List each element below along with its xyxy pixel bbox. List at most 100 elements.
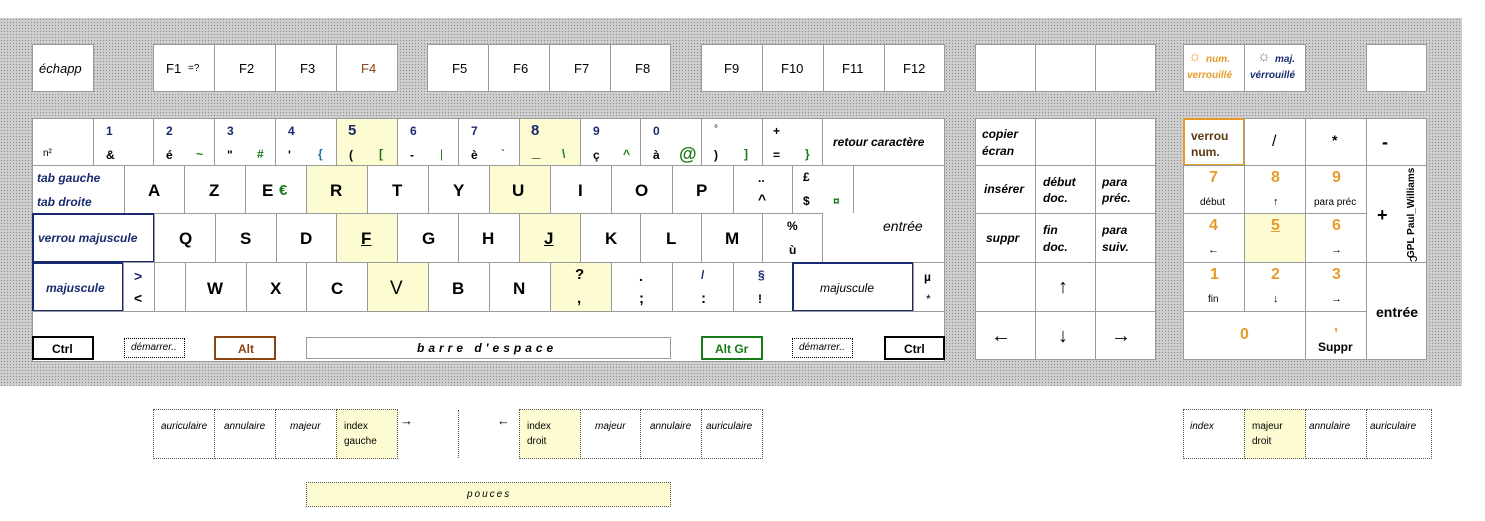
plus-key[interactable]: + = } [762, 118, 823, 166]
key-0[interactable]: 0 à @ [640, 118, 702, 166]
end-key[interactable]: fin doc. [1035, 213, 1096, 263]
section-key[interactable]: § ! [733, 262, 793, 312]
numpad-9-key[interactable]: 9 para préc [1305, 165, 1367, 214]
escape-key[interactable]: échapp [32, 44, 94, 92]
page-down-key[interactable]: para suiv. [1095, 213, 1156, 263]
percent-key[interactable]: % ù [762, 213, 823, 263]
arrow-right-key[interactable]: → [1095, 311, 1156, 360]
enter-key[interactable]: entrée [822, 213, 945, 263]
numpad-enter-key[interactable]: entrée [1366, 262, 1427, 360]
key-f[interactable]: F [336, 213, 398, 263]
degree-key[interactable]: ° ) ] [701, 118, 763, 166]
key-x[interactable]: X [246, 262, 307, 312]
numpad-decimal-key[interactable]: , Suppr [1305, 311, 1367, 360]
arrow-up-key[interactable]: ↑ [1035, 262, 1096, 312]
space-bar[interactable]: barre d'espace [306, 337, 671, 359]
key-3[interactable]: 3 " # [214, 118, 276, 166]
numpad-1-key[interactable]: 1 fin [1183, 262, 1245, 312]
key-i[interactable]: I [550, 165, 612, 214]
numpad-0-key[interactable]: 0 [1183, 311, 1306, 360]
key-l[interactable]: L [640, 213, 702, 263]
key-p[interactable]: P [672, 165, 734, 214]
f12-key[interactable]: F12 [884, 44, 945, 92]
key-e[interactable]: E € [245, 165, 307, 214]
numpad-divide-key[interactable]: / [1244, 118, 1306, 166]
key-n[interactable]: N [489, 262, 551, 312]
key-r[interactable]: R [306, 165, 368, 214]
f5-key[interactable]: F5 [427, 44, 489, 92]
f6-key[interactable]: F6 [488, 44, 550, 92]
delete-key[interactable]: suppr [975, 213, 1036, 263]
pause-key[interactable] [1095, 44, 1156, 92]
numpad-2-key[interactable]: 2 ↓ [1244, 262, 1306, 312]
numpad-3-key[interactable]: 3 → [1305, 262, 1367, 312]
key-y[interactable]: Y [428, 165, 490, 214]
left-windows-key[interactable]: démarrer.. [124, 338, 185, 358]
numpad-7-key[interactable]: 7 début [1183, 165, 1245, 214]
numpad-plus-key[interactable]: + GPL Paul_Williams ↄ [1366, 165, 1427, 263]
key-9[interactable]: 9 ç ^ [580, 118, 641, 166]
circumflex-key[interactable]: .. ^ [733, 165, 793, 214]
scroll-lock-key[interactable] [1035, 44, 1096, 92]
backspace-key[interactable]: retour caractère [822, 118, 945, 166]
question-key[interactable]: ? , [550, 262, 612, 312]
f8-key[interactable]: F8 [610, 44, 671, 92]
f1-key[interactable]: F1 =? [153, 44, 215, 92]
key-8[interactable]: 8 _ \ [519, 118, 581, 166]
f4-key[interactable]: F4 [336, 44, 398, 92]
print-screen-top-key[interactable] [975, 44, 1036, 92]
key-v[interactable]: V [367, 262, 429, 312]
key-m[interactable]: M [701, 213, 763, 263]
arrow-left-key[interactable]: ← [975, 311, 1036, 360]
mu-key[interactable]: µ * [913, 262, 945, 312]
period-key[interactable]: . ; [611, 262, 673, 312]
numpad-5-key[interactable]: 5 [1244, 213, 1306, 263]
superscript-two-key[interactable]: n² [32, 118, 94, 166]
f11-key[interactable]: F11 [823, 44, 885, 92]
altgr-key[interactable]: Alt Gr [701, 336, 763, 360]
numpad-multiply-key[interactable]: * [1305, 118, 1367, 166]
key-6[interactable]: 6 - | [397, 118, 459, 166]
key-o[interactable]: O [611, 165, 673, 214]
angle-bracket-key[interactable]: > < [123, 262, 155, 312]
key-t[interactable]: T [367, 165, 429, 214]
f9-key[interactable]: F9 [701, 44, 763, 92]
key-q[interactable]: Q [154, 213, 216, 263]
key-j[interactable]: J [519, 213, 581, 263]
key-h[interactable]: H [458, 213, 520, 263]
slash-key[interactable]: / : [672, 262, 734, 312]
caps-lock-key[interactable]: verrou majuscule [32, 213, 155, 263]
key-g[interactable]: G [397, 213, 459, 263]
f10-key[interactable]: F10 [762, 44, 824, 92]
f7-key[interactable]: F7 [549, 44, 611, 92]
key-d[interactable]: D [276, 213, 337, 263]
right-windows-key[interactable]: démarrer.. [792, 338, 853, 358]
key-w[interactable]: W [185, 262, 247, 312]
right-shift-key[interactable]: majuscule [792, 262, 914, 312]
print-screen-key[interactable]: copier écran [975, 118, 1036, 166]
numpad-6-key[interactable]: 6 → [1305, 213, 1367, 263]
key-u[interactable]: U [489, 165, 551, 214]
numpad-minus-key[interactable]: - [1366, 118, 1427, 166]
key-4[interactable]: 4 ' { [275, 118, 337, 166]
key-c[interactable]: C [306, 262, 368, 312]
arrow-down-key[interactable]: ↓ [1035, 311, 1096, 360]
tab-key[interactable]: tab gauche tab droite [32, 165, 125, 214]
f3-key[interactable]: F3 [275, 44, 337, 92]
numpad-4-key[interactable]: 4 ← [1183, 213, 1245, 263]
key-k[interactable]: K [580, 213, 641, 263]
insert-key[interactable]: insérer [975, 165, 1036, 214]
key-1[interactable]: 1 & [93, 118, 154, 166]
key-7[interactable]: 7 è ` [458, 118, 520, 166]
enter-key-top[interactable] [853, 165, 945, 214]
left-ctrl-key[interactable]: Ctrl [32, 336, 94, 360]
key-a[interactable]: A [124, 165, 185, 214]
alt-key[interactable]: Alt [214, 336, 276, 360]
dollar-key[interactable]: £ $ ¤ [792, 165, 854, 214]
key-2[interactable]: 2 é ~ [153, 118, 215, 166]
key-b[interactable]: B [428, 262, 490, 312]
key-z[interactable]: Z [184, 165, 246, 214]
numpad-numlock-key[interactable]: verrou num. [1183, 118, 1245, 166]
f2-key[interactable]: F2 [214, 44, 276, 92]
right-ctrl-key[interactable]: Ctrl [884, 336, 945, 360]
